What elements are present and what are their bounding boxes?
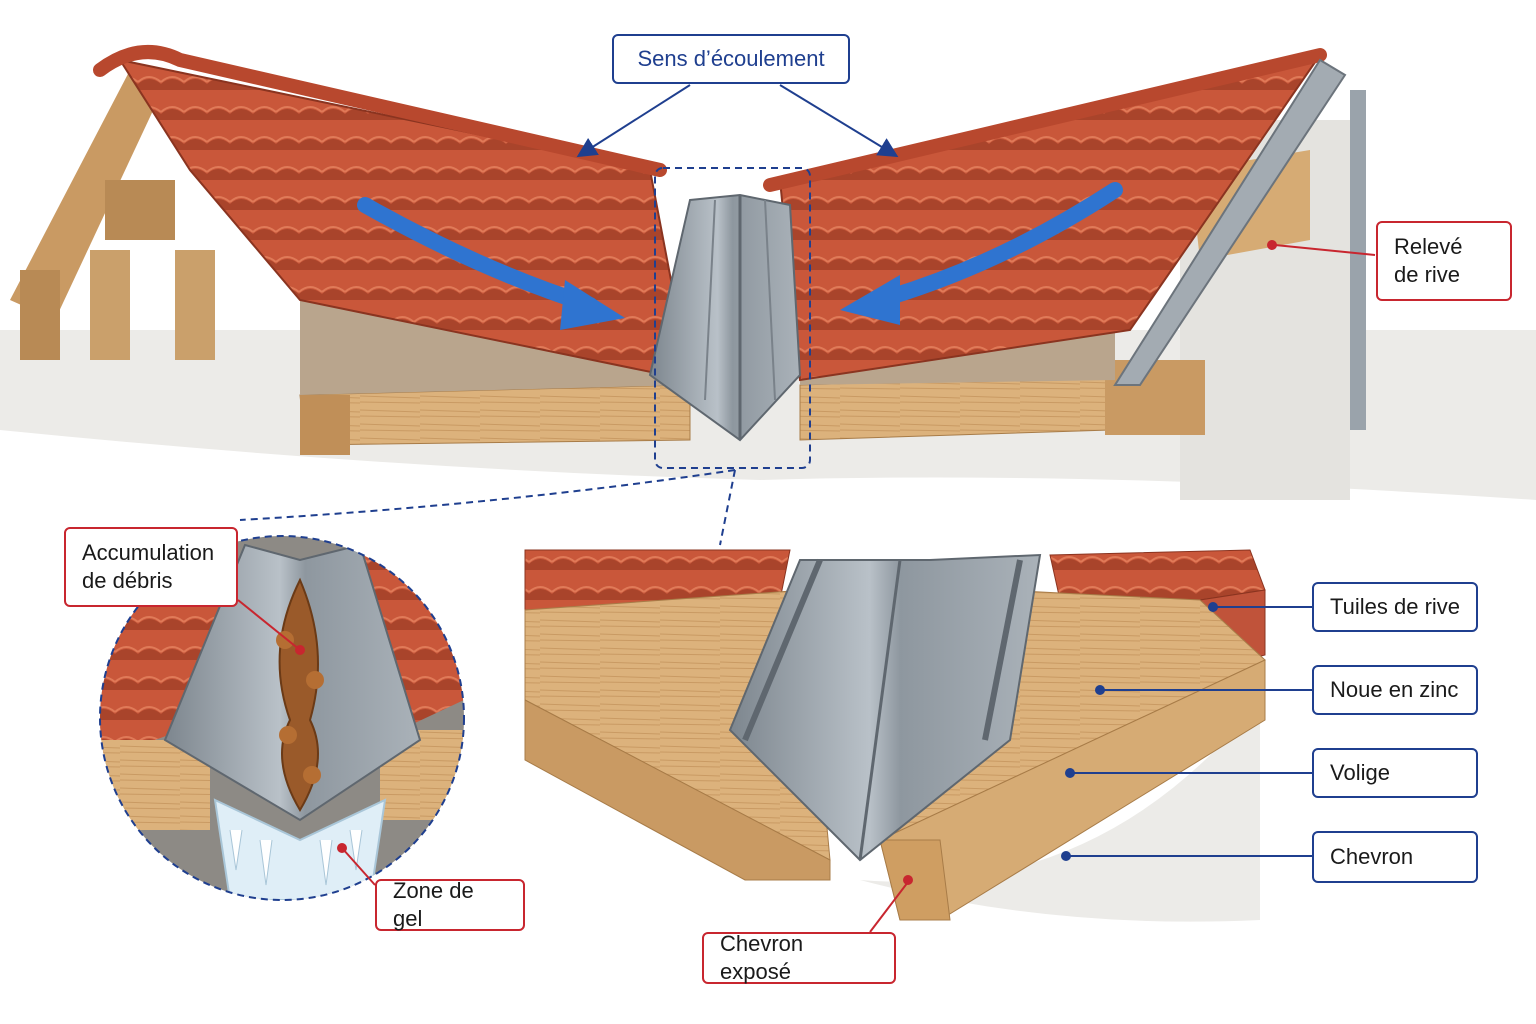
flow-arrow-left-head [560,280,625,330]
right-ridge [763,48,1327,192]
main-roof [0,45,1536,500]
sheathing-dot [1065,768,1075,778]
debris-dot [295,645,305,655]
edge-upturn-label: Relevé de rive [1376,221,1512,301]
section-zinc-valley [728,553,1042,862]
detail-link-right [719,469,736,546]
frost-leader [341,847,376,886]
zinc-valley-top [648,193,802,442]
section-rafter-left [524,699,831,881]
frost-dot [337,843,347,853]
board-sheathing-label: Volige [1312,748,1478,798]
zinc-valley-label: Noue en zinc [1312,665,1478,715]
edge-upturn-flashing [1113,58,1347,386]
exposed-rafter-label: Chevron exposé [702,931,896,984]
flow-arrow-right-head [840,275,900,325]
debris-accumulation-label: Accumulation de débris [64,527,238,607]
flow-pointer-left [576,84,691,158]
circle-detail-border [99,535,465,901]
exposed-rafter-end [879,839,951,921]
detail-link-left [239,469,736,521]
downpipe [1350,90,1366,430]
flow-pointer-right [779,84,899,158]
zinc-valley-dot [1095,685,1105,695]
flow-direction-label: Sens d’écoulement [612,34,850,84]
rafter-dot [1061,851,1071,861]
section-shadow [860,700,1260,922]
edge-upturn-leader [1274,244,1376,256]
flow-arrow-right [872,182,1123,308]
flow-arrow-left [357,197,598,313]
rafter-label: Chevron [1312,831,1478,883]
frost-zone-label: Zone de gel [375,878,525,931]
exposed-rafter-leader [869,881,909,933]
exposed-rafter-dot [903,875,913,885]
debris-leader [237,599,301,651]
verge-tiles-label: Tuiles de rive [1312,582,1478,632]
ice-icon [213,798,387,900]
left-timber-frame [10,70,691,455]
verge-tiles-dot [1208,602,1218,612]
cross-section-detail [524,549,1266,922]
section-tiles-right [1049,549,1266,601]
left-ridge [93,45,667,177]
edge-upturn-dot [1267,240,1277,250]
valley-detail-box [654,167,811,469]
